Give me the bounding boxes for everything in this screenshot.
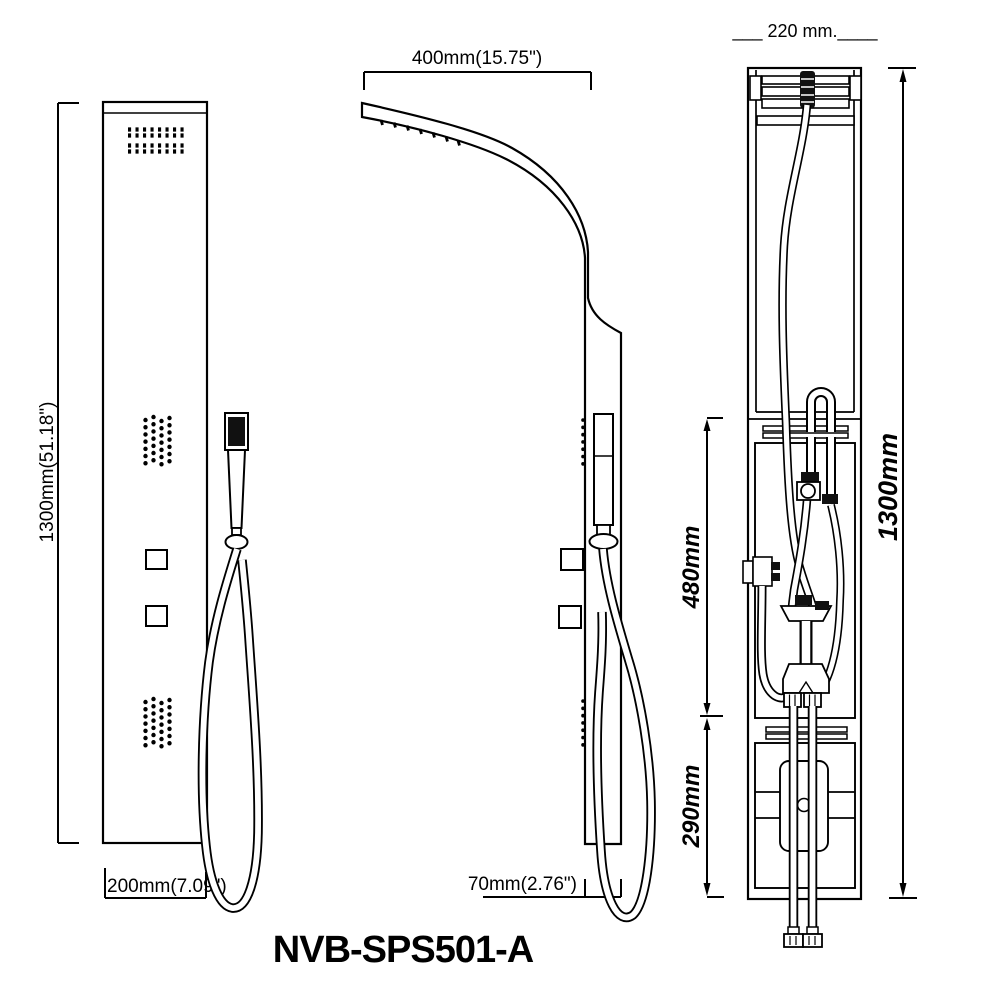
- side-width-dimension-line: [363, 71, 592, 90]
- arrow-up: [899, 69, 907, 82]
- hose-inner: [199, 548, 262, 911]
- back-dim-1300: 1300mm: [873, 67, 917, 899]
- side-depth-dimension: 70mm(2.76"): [468, 874, 622, 898]
- side-width-dimension-label: 400mm(15.75"): [412, 48, 542, 69]
- dim-line-1300: [888, 67, 917, 899]
- back-mount-bar-upper: [762, 432, 849, 439]
- handset-handle: [226, 449, 247, 529]
- back-mount-bar-upper: [762, 425, 849, 432]
- splitter-nut: [783, 692, 802, 708]
- tee-clamp: [815, 601, 829, 610]
- dim-line-480: [700, 417, 723, 717]
- front-width-dimension-line: [104, 868, 207, 899]
- valve-clamp: [822, 494, 838, 504]
- back-upper-dimension-label: 480mm: [678, 526, 705, 610]
- hose-outer: [197, 547, 263, 913]
- front-body-jets-upper: [143, 414, 172, 474]
- side-knob-upper: [560, 548, 584, 571]
- hose-inner: [594, 548, 654, 921]
- valve-dial: [800, 483, 816, 499]
- back-dim-290: 290mm: [678, 718, 724, 898]
- side-profile-outline: [360, 101, 623, 846]
- side-depth-dimension-label: 70mm(2.76"): [468, 874, 577, 895]
- front-control-button-lower: [145, 605, 168, 627]
- tee-clamp: [795, 595, 812, 605]
- back-lower-chamber: [754, 742, 856, 889]
- back-view: ___ 220 mm.____: [678, 21, 917, 948]
- back-upper-chamber-walls: [748, 70, 861, 420]
- model-number: NVB-SPS501-A: [273, 929, 534, 971]
- side-nozzle-teeth: [379, 119, 461, 146]
- splitter-nut: [803, 692, 822, 708]
- back-y-splitter: [782, 663, 830, 708]
- handset-side-body: [593, 413, 614, 526]
- front-width-dimension: 200mm(7.09"): [104, 868, 227, 899]
- front-view: 1300mm(51.18") 200mm(7.09"): [37, 100, 263, 913]
- back-supply-pipes: [788, 706, 818, 932]
- side-width-dimension: 400mm(15.75"): [363, 48, 592, 90]
- back-inlet-connector: [800, 71, 815, 108]
- back-dim-480: 480mm: [678, 417, 723, 717]
- back-left-fitting: [742, 556, 780, 587]
- front-panel-outline: [101, 100, 209, 845]
- back-height-dimension-label: 1300mm: [873, 433, 903, 541]
- back-pipe-connectors: [783, 926, 823, 948]
- handset-side-ring: [588, 533, 619, 550]
- back-pipe-legs: [806, 437, 836, 500]
- arrow-down: [899, 883, 907, 897]
- back-width-dimension-label: ___ 220 mm.____: [731, 21, 878, 42]
- back-mixer-tee: [779, 595, 833, 668]
- front-body-jets-lower: [143, 696, 172, 756]
- supply-nut: [802, 933, 823, 948]
- handset-neck: [231, 527, 242, 536]
- front-height-dimension: 1300mm(51.18"): [37, 102, 79, 844]
- back-thermostatic-valve: [796, 472, 838, 504]
- arrow-down: [703, 703, 711, 715]
- back-mount-bar-lower: [765, 733, 848, 740]
- handset-holder-ring: [224, 534, 249, 550]
- valve-clamp: [801, 472, 819, 482]
- back-mount-bar-lower: [765, 726, 848, 733]
- front-height-dimension-line: [57, 102, 79, 844]
- supply-nut: [783, 933, 804, 948]
- arrow-up: [703, 718, 711, 730]
- front-height-dimension-label: 1300mm(51.18"): [37, 402, 58, 543]
- back-crossing-hoses: [787, 499, 845, 685]
- front-control-button-upper: [145, 549, 168, 570]
- front-hose: [197, 547, 263, 913]
- side-hand-shower: [588, 413, 619, 550]
- dim-line-290: [706, 729, 724, 898]
- side-knob-lower: [558, 605, 582, 629]
- side-hose: [592, 548, 656, 922]
- back-lower-dimension-label: 290mm: [678, 765, 705, 849]
- side-depth-dimension-line: [483, 879, 622, 898]
- back-u-pipe: [806, 387, 836, 432]
- arrow-down: [703, 883, 711, 896]
- handset-screen: [228, 417, 245, 446]
- front-width-dimension-label: 200mm(7.09"): [107, 876, 227, 897]
- front-hand-shower: [224, 412, 249, 550]
- front-speaker-nozzles: [128, 127, 188, 154]
- side-view: 400mm(15.75") 70mm(2.76"): [360, 48, 656, 922]
- arrow-up: [703, 419, 711, 431]
